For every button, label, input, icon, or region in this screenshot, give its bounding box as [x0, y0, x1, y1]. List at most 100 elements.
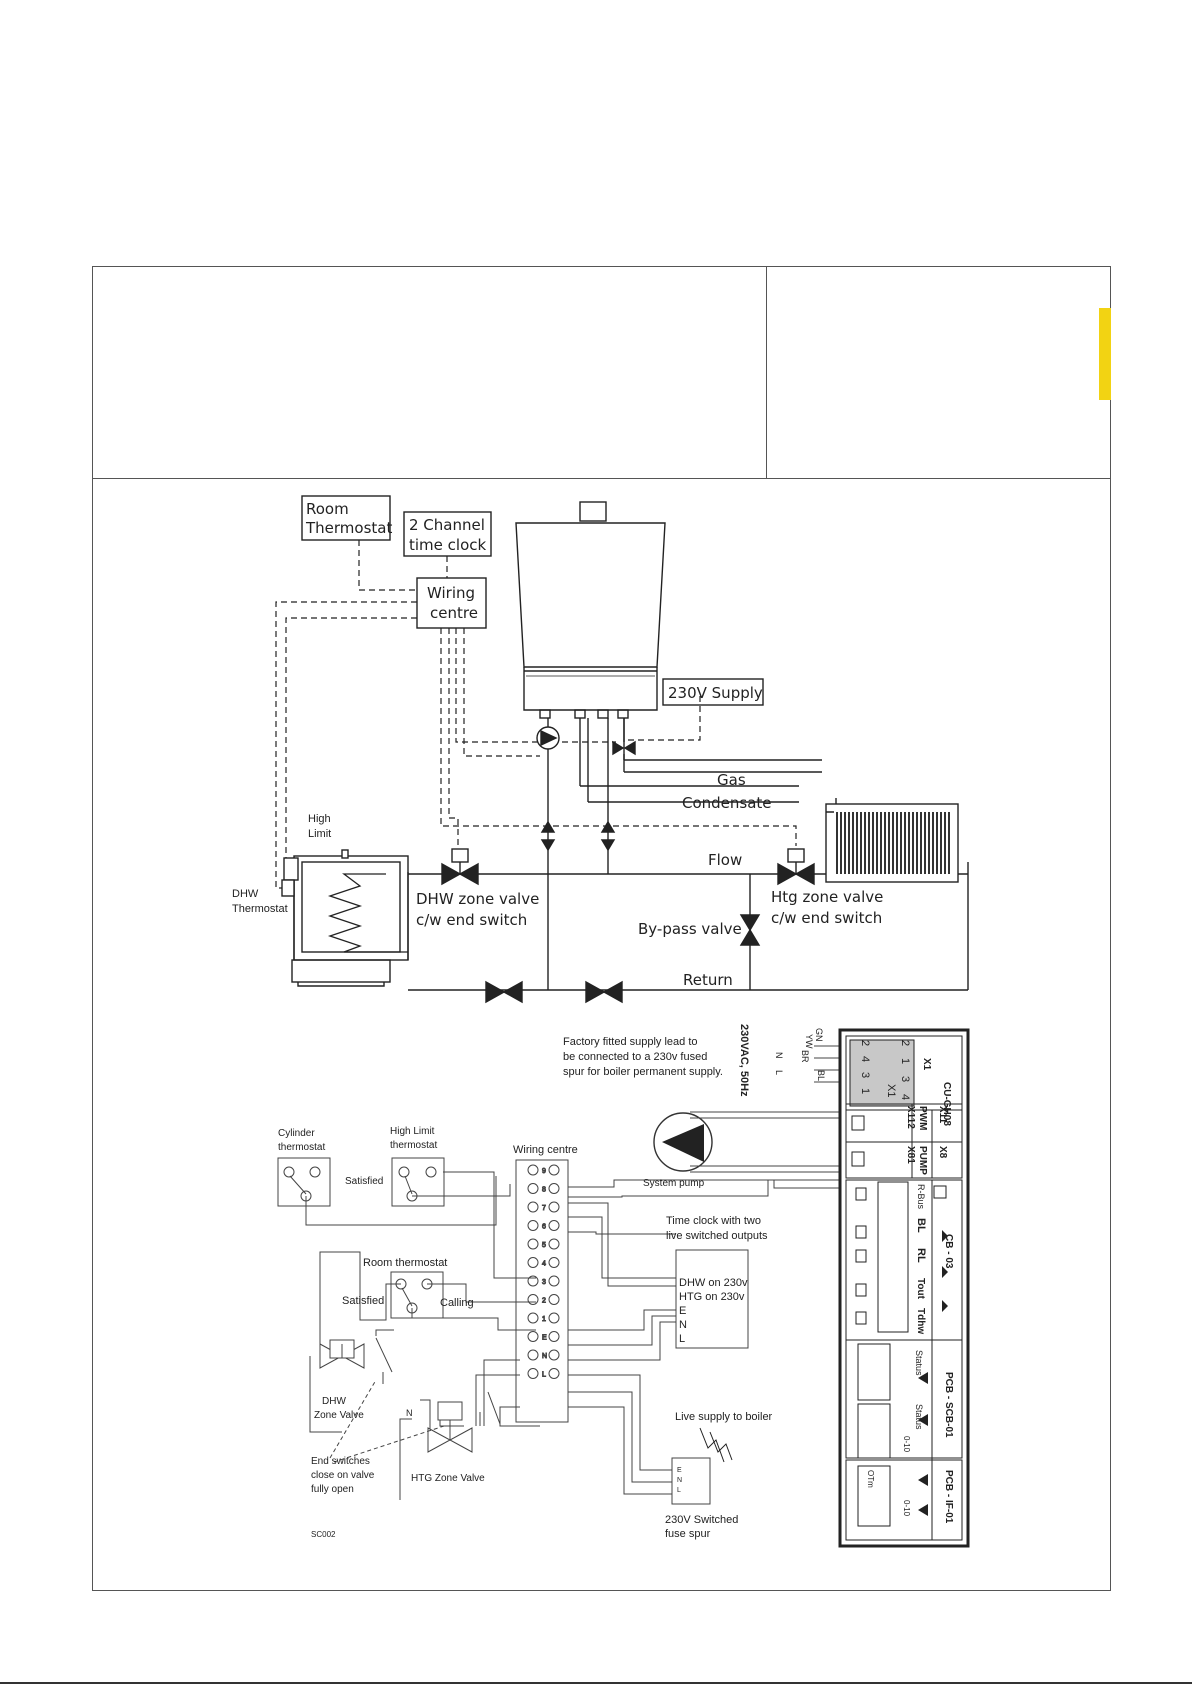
hot-water-cylinder: [281, 849, 409, 987]
fuse-spur-1: 230V Switched: [665, 1514, 738, 1526]
hydraulic-schematic: [275, 495, 969, 1004]
x1-term-g: 3: [859, 1072, 871, 1078]
x1-term-c: 3: [899, 1076, 911, 1082]
supply-box: [662, 678, 764, 706]
cb-label: CB - 03: [943, 1234, 954, 1269]
clock-output-htg: HTG on 230v: [679, 1291, 745, 1303]
scb-status-1: Status: [914, 1350, 924, 1376]
terminal-screw: [548, 1331, 560, 1342]
condensate-label: Condensate: [682, 794, 772, 812]
terminal-number: L: [542, 1372, 546, 1379]
terminal-screw: [548, 1257, 560, 1268]
board-labels: CU-GH08 X1 2 1 3 4 2 4 3 1 X1 X11 PWM X1…: [859, 1040, 954, 1524]
end-switches-3: fully open: [311, 1484, 354, 1495]
dhw-thermostat-label-1: DHW: [232, 888, 259, 900]
wiring-labels: Factory fitted supply lead to be connect…: [278, 1024, 826, 1540]
terminal-screw: [527, 1349, 539, 1361]
clock-output-n: N: [679, 1319, 687, 1331]
dhw-zone-valve-1: DHW: [322, 1396, 346, 1407]
end-switches-2: close on valve: [311, 1470, 375, 1481]
x1-term-e: 2: [859, 1040, 871, 1046]
pump-label-2: X81: [905, 1146, 916, 1164]
bypass-valve-label: By-pass valve: [638, 920, 742, 938]
boiler: [515, 501, 666, 719]
terminal-screw: [548, 1238, 560, 1250]
supply-label: 230V Supply: [668, 684, 763, 702]
time-clock-note-2: live switched outputs: [666, 1230, 768, 1242]
wiring-centre-box: [416, 577, 487, 629]
dhw-thermostat-label-2: Thermostat: [232, 903, 288, 915]
fuse-term-l: L: [677, 1487, 681, 1494]
terminal-screw: [527, 1220, 539, 1231]
pump-label-1: PUMP: [917, 1146, 928, 1175]
page-frame: [92, 266, 1111, 1591]
valve-n-label: N: [406, 1408, 413, 1418]
cu-label: CU-GH08: [941, 1082, 952, 1126]
fuse-term-e: E: [677, 1467, 682, 1474]
x1-term-b: 1: [899, 1058, 911, 1064]
satisfied-label-2: Satisfied: [342, 1295, 384, 1307]
lead-term-l: L: [774, 1070, 784, 1075]
satisfied-label-1: Satisfied: [345, 1176, 383, 1187]
terminal-screw: [527, 1294, 539, 1305]
bl-label: BL: [915, 1218, 927, 1233]
x1-term-d: 4: [899, 1094, 911, 1100]
terminal-number: 5: [542, 1242, 546, 1249]
pwm-label-1: PWM: [917, 1106, 928, 1130]
terminal-screw: [527, 1312, 539, 1324]
rbus-label: R-Bus: [916, 1184, 926, 1210]
room-thermostat-box: [301, 495, 391, 541]
wiring-centre-label-1: Wiring: [427, 584, 475, 602]
terminal-number: 6: [542, 1224, 546, 1231]
supply-note-3: spur for boiler permanent supply.: [563, 1066, 723, 1078]
room-thermostat-label: Room thermostat: [363, 1257, 447, 1269]
time-clock-label-1: 2 Channel: [409, 516, 485, 534]
flow-label: Flow: [708, 851, 742, 869]
terminal-screw: [548, 1349, 560, 1361]
cyl-thermostat-1: Cylinder: [278, 1128, 315, 1139]
x1-label: X1: [921, 1058, 932, 1071]
high-limit-thermostat-1: High Limit: [390, 1126, 435, 1137]
wiring-centre-label: Wiring centre: [513, 1144, 578, 1156]
x11-label: X11: [937, 1106, 948, 1124]
terminal-screw: [548, 1368, 560, 1379]
gas-label: Gas: [717, 771, 746, 789]
terminal-screw: [548, 1201, 560, 1213]
terminal-screw: [527, 1368, 539, 1379]
tdhw-label: Tdhw: [915, 1308, 926, 1334]
end-switches-1: End switches: [311, 1456, 370, 1467]
terminal-screw: [548, 1164, 560, 1176]
x1-term-a: 2: [899, 1040, 911, 1046]
terminal-screw: [527, 1183, 539, 1194]
terminal-screw: [548, 1275, 560, 1287]
clock-output-l: L: [679, 1333, 685, 1345]
control-board: [838, 1028, 970, 1548]
dhw-zone-valve-label-2: c/w end switch: [416, 911, 527, 929]
tout-label: Tout: [915, 1278, 926, 1300]
htg-zone-valve-label-2: c/w end switch: [771, 909, 882, 927]
dhw-zone-valve-2: Zone Valve: [314, 1410, 364, 1421]
calling-label: Calling: [440, 1297, 474, 1309]
scb-small-label: 0-10: [902, 1436, 911, 1453]
time-clock-note-1: Time clock with two: [666, 1215, 761, 1227]
terminal-screw: [548, 1183, 560, 1194]
bottom-rule: [0, 1682, 1192, 1684]
terminal-screw: [527, 1238, 539, 1250]
terminal-screw: [548, 1312, 560, 1324]
terminal-screw: [527, 1201, 539, 1213]
supply-note-2: be connected to a 230v fused: [563, 1051, 707, 1063]
terminal-number: 4: [542, 1261, 546, 1268]
htg-zone-valve-label: HTG Zone Valve: [411, 1473, 485, 1484]
terminal-screw: [548, 1294, 560, 1305]
pwm-label-2: X112: [905, 1106, 916, 1129]
time-clock-label-2: time clock: [409, 536, 486, 554]
dhw-zone-valve-label-1: DHW zone valve: [416, 890, 539, 908]
fuse-spur-2: fuse spur: [665, 1528, 711, 1540]
high-limit-label-1: High: [308, 813, 331, 825]
cyl-thermostat-2: thermostat: [278, 1142, 325, 1153]
terminal-screw: [527, 1164, 539, 1176]
lead-colour-br: BR: [800, 1050, 810, 1063]
clock-output-e: E: [679, 1305, 686, 1317]
system-pump-label: System pump: [643, 1178, 705, 1189]
htg-zone-valve-label-1: Htg zone valve: [771, 888, 883, 906]
